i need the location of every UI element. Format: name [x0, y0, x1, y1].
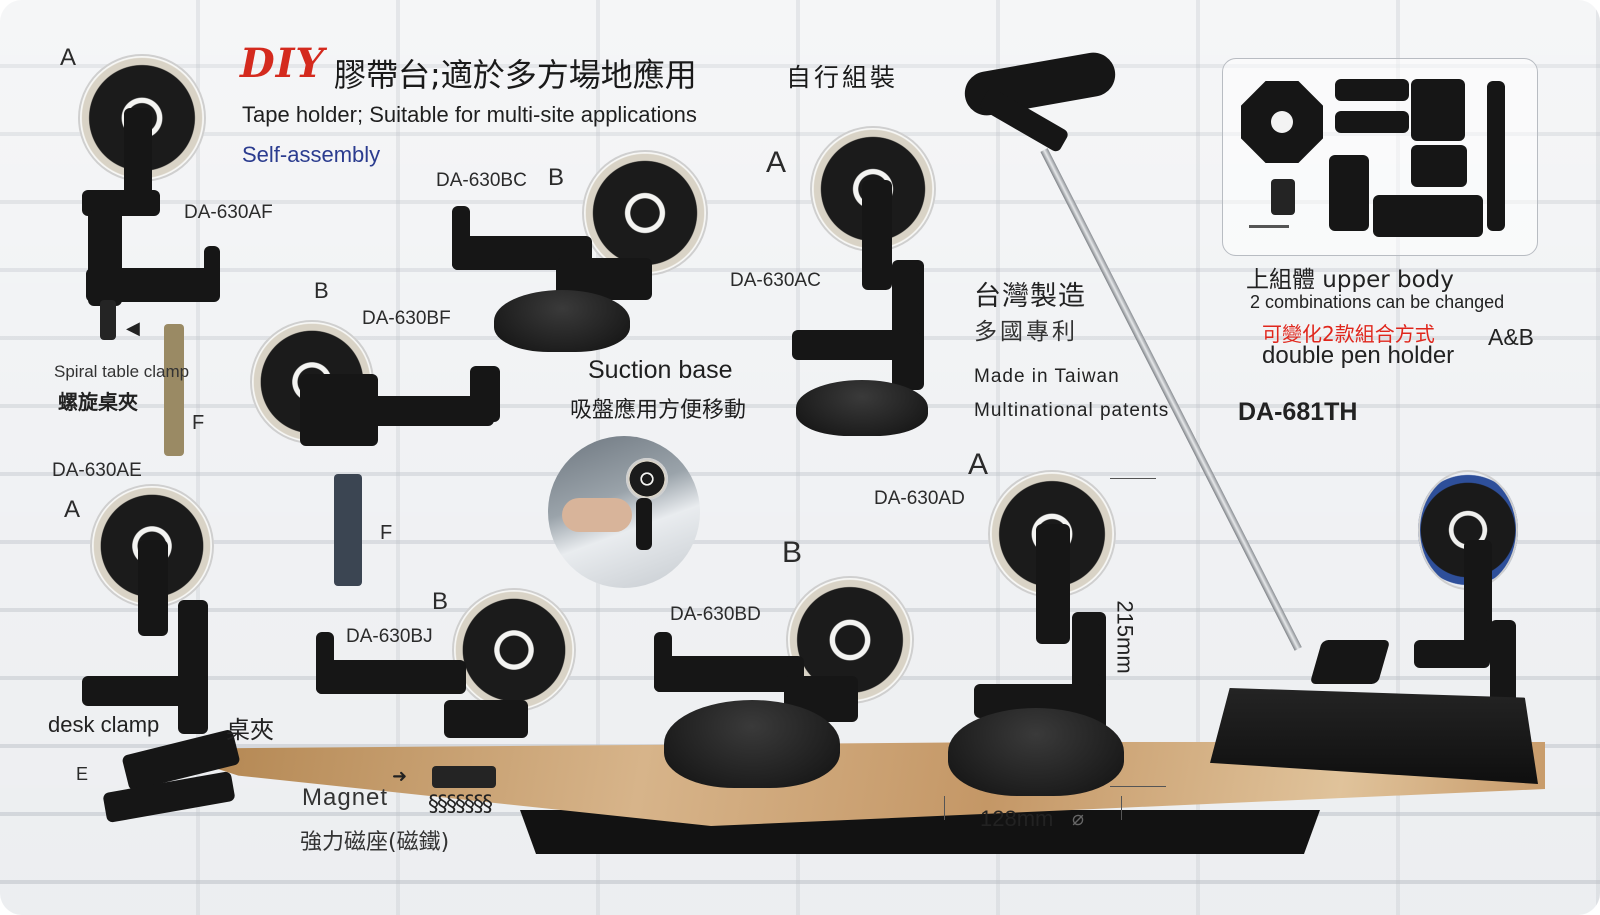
label-double-pen: double pen holder: [1262, 342, 1455, 369]
label-combinations: 2 combinations can be changed: [1250, 292, 1505, 312]
u-part: [1411, 79, 1465, 141]
label-spiral-en: Spiral table clamp: [54, 362, 190, 381]
spiral-clamp-part: [164, 324, 184, 456]
arm-ae-2: [178, 600, 208, 734]
made-tw-en: Made in Taiwan: [974, 366, 1120, 387]
frame-part: [1373, 195, 1483, 237]
arrow-right-icon: ➜: [392, 766, 408, 787]
model-ac: DA-630AC: [730, 270, 821, 291]
label-magnet-zh: 強力磁座(磁鐵): [300, 830, 450, 855]
arm-ae: [138, 540, 168, 636]
cradle-th: [1414, 640, 1490, 668]
patent-zh: 多國專利: [974, 319, 1078, 345]
rod-part: [1487, 81, 1505, 231]
letter-b-bj: B: [432, 588, 449, 615]
label-suction-en: Suction base: [588, 356, 733, 384]
cradle-bc-lip: [452, 206, 470, 270]
letter-ab: A&B: [1488, 324, 1535, 350]
arm-ac-2: [892, 260, 924, 390]
screws-icon: [1249, 225, 1289, 238]
label-upper-body: 上組體 upper body: [1246, 267, 1454, 293]
tape-reel-bc: [582, 150, 708, 276]
title-zh-small: 自行組裝: [786, 63, 899, 92]
cradle-ac: [792, 330, 920, 360]
arrow-left-icon: ◀: [126, 318, 140, 339]
self-assembly: Self-assembly: [242, 142, 381, 167]
model-th: DA-681TH: [1238, 398, 1358, 426]
arm-ad: [1036, 524, 1070, 644]
arm-ac: [862, 180, 892, 290]
arm-bj: [444, 700, 528, 738]
model-bc: DA-630BC: [436, 170, 527, 191]
dimension-line-bottom: [1110, 786, 1166, 787]
knob-part: [1271, 179, 1295, 215]
dimension-line-top: [1110, 478, 1156, 479]
letter-a-ae: A: [64, 496, 81, 523]
cradle-bj: [316, 660, 466, 694]
label-diameter: 128mm: [980, 806, 1054, 831]
spindle-af: [100, 300, 116, 340]
letter-a-ac: A: [766, 146, 787, 179]
label-suction-zh: 吸盤應用方便移動: [570, 398, 747, 423]
suction-base-ac: [796, 380, 928, 436]
made-tw-zh: 台灣製造: [974, 281, 1086, 312]
c-part: [1411, 145, 1467, 187]
suction-base-bc: [494, 290, 630, 352]
diameter-icon: ⌀: [1072, 806, 1085, 830]
photo-arm: [636, 498, 652, 550]
pen-holder-th: [1309, 640, 1391, 684]
l-part: [1329, 155, 1369, 231]
label-height: 215mm: [1112, 600, 1138, 674]
label-combinations-zh: 可變化2款組合方式: [1262, 322, 1435, 346]
bracket-part-2: [1335, 111, 1409, 133]
letter-b-bf: B: [314, 278, 329, 303]
letter-a-af: A: [60, 44, 77, 71]
label-spiral-zh: 螺旋桌夾: [58, 390, 138, 414]
magnet-waves-icon: §§§§§§§: [428, 792, 493, 817]
photo-tape-reel: [626, 458, 668, 500]
assembly-photo: [548, 436, 700, 588]
cradle-af: [86, 268, 218, 302]
spiral-clamp-bf: [334, 474, 362, 586]
letter-b-bd: B: [782, 536, 803, 569]
model-bj: DA-630BJ: [346, 626, 433, 647]
arm-bf: [300, 374, 378, 446]
subtitle-en: Tape holder; Suitable for multi-site app…: [242, 102, 697, 127]
bracket-part-1: [1335, 79, 1409, 101]
letter-b-bc: B: [548, 164, 565, 191]
dimension-line-base: [944, 796, 1122, 820]
parts-combination-box: [1222, 58, 1538, 256]
label-desk-clamp-zh: 桌夾: [226, 716, 274, 744]
tape-reel-bj: [452, 588, 576, 712]
cradle-af-lip: [204, 246, 220, 302]
photo-hand: [562, 498, 632, 532]
weighted-base-ad: [948, 708, 1124, 796]
patent-en: Multinational patents: [974, 400, 1170, 421]
magnet-base-bj: [432, 766, 496, 788]
title-zh: 膠帶台;適於多方場地應用: [334, 56, 697, 94]
label-desk-clamp-en: desk clamp: [48, 712, 160, 737]
model-bd: DA-630BD: [670, 604, 761, 625]
cradle-bj-lip: [316, 632, 334, 694]
letter-f-1: F: [192, 412, 205, 434]
arm-th: [1464, 540, 1492, 650]
weighted-base-bd: [664, 700, 840, 788]
cradle-ae: [82, 676, 208, 706]
letter-f-2: F: [380, 522, 393, 544]
letter-a-ad: A: [968, 448, 989, 481]
cradle-bd: [654, 656, 804, 692]
diy-logo: DIY: [240, 40, 325, 87]
model-af: DA-630AF: [184, 202, 273, 223]
label-magnet-en: Magnet: [302, 784, 389, 811]
model-bf: DA-630BF: [362, 308, 451, 329]
arm-af: [124, 108, 152, 206]
model-ae: DA-630AE: [52, 460, 142, 481]
cradle-bd-lip: [654, 632, 672, 692]
model-ad: DA-630AD: [874, 488, 965, 509]
letter-e: E: [76, 764, 89, 784]
octagon-hole: [1271, 111, 1293, 133]
cradle-bf: [470, 366, 500, 422]
